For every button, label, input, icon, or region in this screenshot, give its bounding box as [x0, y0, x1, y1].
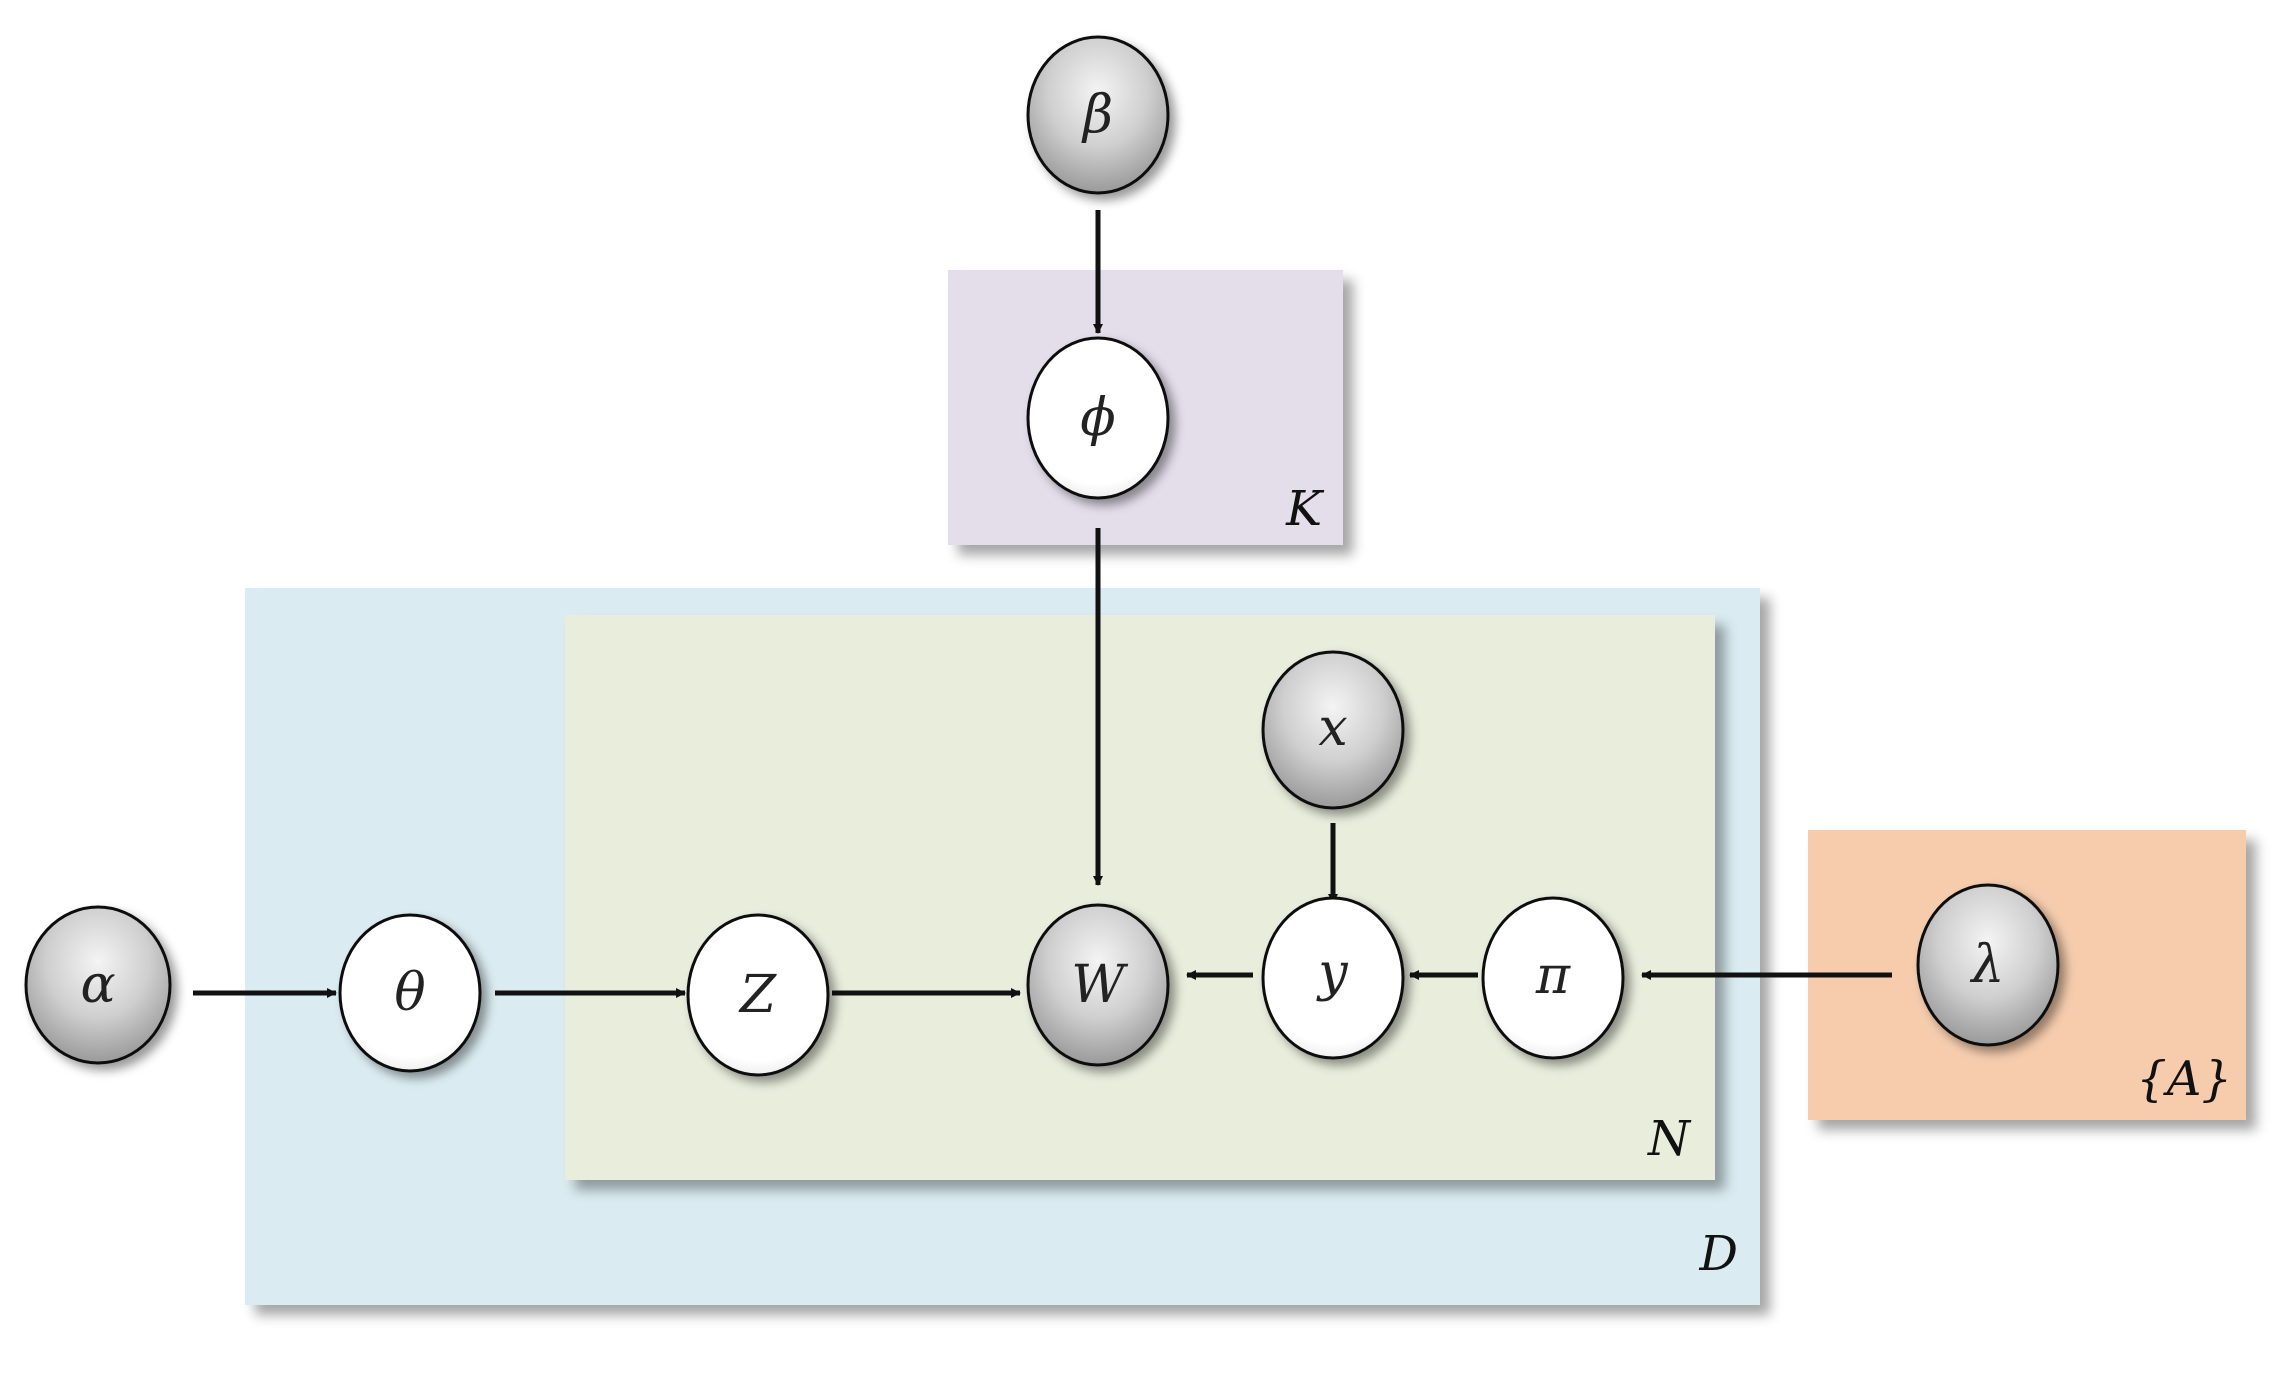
svg-text:ϕ: ϕ	[1080, 388, 1115, 448]
plate-N-label: N	[1647, 1111, 1692, 1167]
edges	[193, 210, 1892, 998]
plate-D-label: D	[1699, 1226, 1738, 1282]
svg-text:α: α	[80, 955, 115, 1015]
plates: K D N {A}	[245, 270, 2246, 1305]
node-x: x	[1261, 650, 1405, 810]
node-beta: β	[1026, 35, 1170, 195]
node-lambda: λ	[1916, 883, 2060, 1047]
plate-N	[565, 615, 1715, 1180]
svg-text:x: x	[1318, 698, 1347, 758]
node-pi: π	[1481, 896, 1625, 1060]
svg-text:π: π	[1535, 946, 1571, 1006]
node-alpha: α	[24, 905, 172, 1065]
svg-text:β: β	[1081, 85, 1113, 145]
svg-text:Z: Z	[738, 965, 777, 1025]
node-phi: ϕ	[1026, 336, 1170, 500]
node-theta: θ	[338, 913, 482, 1073]
svg-text:W: W	[1071, 955, 1128, 1015]
svg-text:θ: θ	[394, 963, 425, 1023]
node-w: W	[1026, 903, 1170, 1067]
nodes: β ϕ α θ Z W x y	[24, 35, 2060, 1077]
plate-K-label: K	[1285, 481, 1325, 537]
svg-text:λ: λ	[1970, 935, 2005, 995]
node-y: y	[1261, 896, 1405, 1060]
svg-text:y: y	[1316, 943, 1348, 1003]
node-z: Z	[686, 913, 830, 1077]
plate-A-label: {A}	[2136, 1051, 2232, 1107]
